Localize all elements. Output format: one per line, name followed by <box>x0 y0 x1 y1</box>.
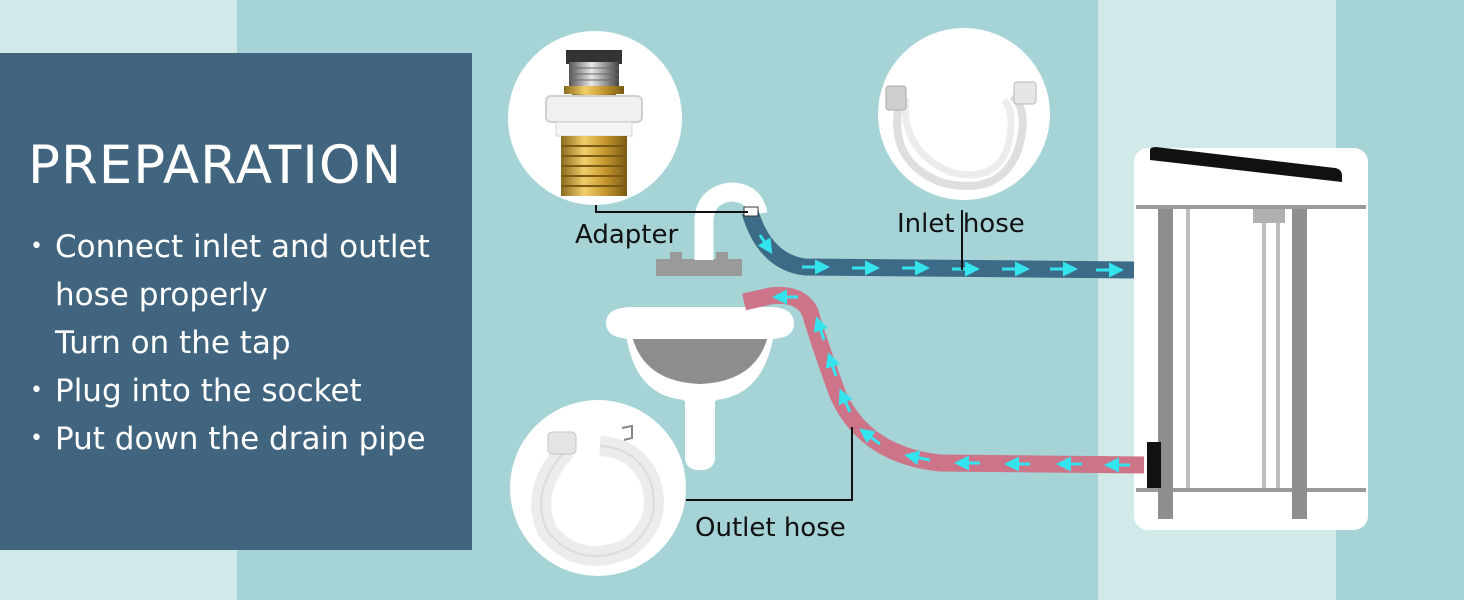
outlet-drain-hose <box>742 286 1145 474</box>
sink-icon <box>606 307 794 470</box>
preparation-panel: PREPARATION • Connect inlet and outlet ho… <box>0 53 472 550</box>
faucet-icon <box>656 182 768 276</box>
instruction-item: Turn on the tap <box>28 319 430 367</box>
inlet-hose-label: Inlet hose <box>897 209 1025 239</box>
bullet: • <box>30 426 43 451</box>
bullet: • <box>30 234 43 259</box>
bullet: • <box>30 378 43 403</box>
instruction-item: • Connect inlet and outlet <box>28 223 430 271</box>
flow-arrow-icon <box>813 316 828 341</box>
inlet-hose-product-icon <box>878 28 1050 200</box>
instruction-text: Put down the drain pipe <box>55 421 426 457</box>
outlet-hose-leader-line <box>686 427 853 501</box>
instruction-item: hose properly <box>28 271 430 319</box>
instruction-item: • Plug into the socket <box>28 367 430 415</box>
adapter-icon <box>508 31 682 205</box>
adapter-label: Adapter <box>575 220 678 250</box>
washing-machine-icon <box>1134 147 1368 530</box>
instruction-list: •Connect inlet and outlet hose properly … <box>28 223 430 463</box>
outlet-flow-arrows <box>772 289 1130 473</box>
instruction-text: Plug into the socket <box>55 373 362 409</box>
outlet-hose-product-icon <box>510 400 686 576</box>
instruction-item: • Put down the drain pipe <box>28 415 430 463</box>
flow-arrow-icon <box>757 234 773 255</box>
instruction-text: Turn on the tap <box>55 325 291 361</box>
flow-arrow-icon <box>859 428 881 446</box>
panel-title: PREPARATION <box>28 135 403 196</box>
flow-arrow-icon <box>838 388 853 413</box>
flow-arrow-icon <box>904 450 931 466</box>
leader-lines <box>595 205 963 501</box>
flow-arrow-icon <box>825 352 840 377</box>
outlet-hose-label: Outlet hose <box>695 513 846 543</box>
instruction-text: hose properly <box>55 277 268 313</box>
inlet-flow-arrows <box>757 234 1124 278</box>
instruction-text: Connect inlet and outlet <box>55 229 430 265</box>
adapter-leader-line <box>595 205 748 213</box>
